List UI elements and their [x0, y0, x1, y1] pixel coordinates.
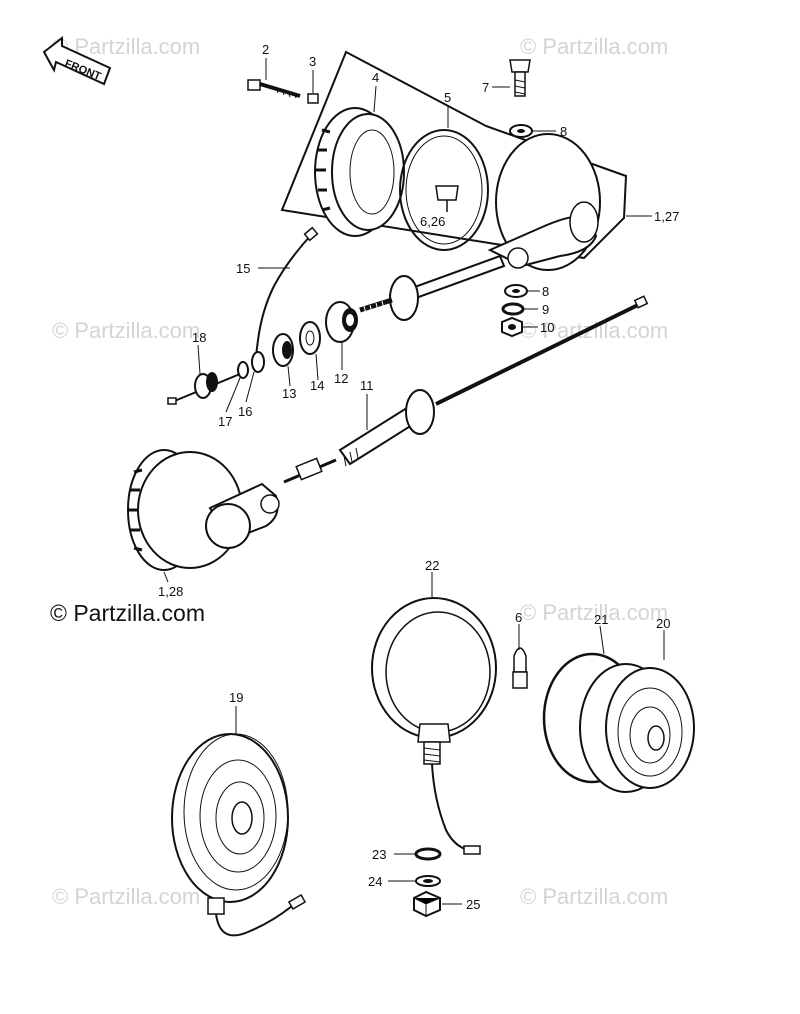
- watermark-mid-right: © Partzilla.com: [520, 318, 669, 343]
- washer-9: [501, 302, 525, 316]
- washer-16: [251, 351, 265, 373]
- terminal-18: [167, 372, 241, 405]
- washer-13: [272, 333, 294, 367]
- wire-15: [255, 233, 313, 357]
- bulb-6-26: [435, 185, 459, 212]
- callout-6: 6: [515, 610, 522, 625]
- nut-10: [501, 316, 523, 338]
- washer-14: [299, 321, 321, 355]
- washer-8-lower: [504, 284, 528, 298]
- callout-22: 22: [425, 558, 439, 573]
- callout-23: 23: [372, 847, 386, 862]
- lens-20: [579, 663, 695, 793]
- callout-15: 15: [236, 261, 250, 276]
- callout-20: 20: [656, 616, 670, 631]
- wire-15-terminal: [303, 226, 319, 242]
- callout-1-28: 1,28: [158, 584, 183, 599]
- gasket-5: [399, 129, 489, 251]
- callout-8-lower: 8: [542, 284, 549, 299]
- callout-4: 4: [372, 70, 379, 85]
- callout-8-top: 8: [560, 124, 567, 139]
- nut-25: [413, 890, 441, 918]
- callout-18: 18: [192, 330, 206, 345]
- watermark-bottom-left: © Partzilla.com: [52, 884, 201, 909]
- callout-25: 25: [466, 897, 480, 912]
- callout-3: 3: [309, 54, 316, 69]
- bulb-6: [512, 647, 528, 689]
- lens-4: [314, 107, 405, 237]
- leader-lines: [163, 58, 665, 905]
- callout-16: 16: [238, 404, 252, 419]
- callout-5: 5: [444, 90, 451, 105]
- callout-17: 17: [218, 414, 232, 429]
- washer-23: [414, 847, 442, 861]
- callout-11: 11: [360, 378, 374, 393]
- watermark-mid-left: © Partzilla.com: [52, 318, 201, 343]
- callout-19: 19: [229, 690, 243, 705]
- assembly-panel-outline: [280, 50, 628, 260]
- callout-14: 14: [310, 378, 324, 393]
- callout-21: 21: [594, 612, 608, 627]
- stem-upper: [359, 254, 506, 321]
- stem-11: [283, 295, 649, 484]
- watermark-bottom-right: © Partzilla.com: [520, 884, 669, 909]
- grommet-12: [325, 301, 358, 343]
- housing-1-28: [127, 449, 280, 571]
- washer-8-top-hole: [517, 129, 525, 133]
- callout-13: 13: [282, 386, 296, 401]
- bolt-7: [509, 59, 531, 97]
- watermark-top-right: © Partzilla.com: [520, 34, 669, 59]
- callout-7: 7: [482, 80, 489, 95]
- callout-12: 12: [334, 371, 348, 386]
- watermark-lower-right: © Partzilla.com: [520, 600, 669, 625]
- housing-1-27: [487, 133, 601, 271]
- front-arrow-icon: FRONT: [42, 35, 112, 86]
- watermark-main: © Partzilla.com: [50, 600, 205, 626]
- bolt-2: [247, 79, 301, 99]
- ring-22: [371, 597, 497, 855]
- callout-2: 2: [262, 42, 269, 57]
- callout-1-27: 1,27: [654, 209, 679, 224]
- washer-24: [415, 875, 441, 887]
- callout-24: 24: [368, 874, 382, 889]
- nut-3: [307, 93, 319, 104]
- reflector-19: [171, 733, 307, 937]
- callout-10: 10: [540, 320, 554, 335]
- washer-17: [237, 361, 249, 379]
- callout-6-26: 6,26: [420, 214, 445, 229]
- callout-9: 9: [542, 302, 549, 317]
